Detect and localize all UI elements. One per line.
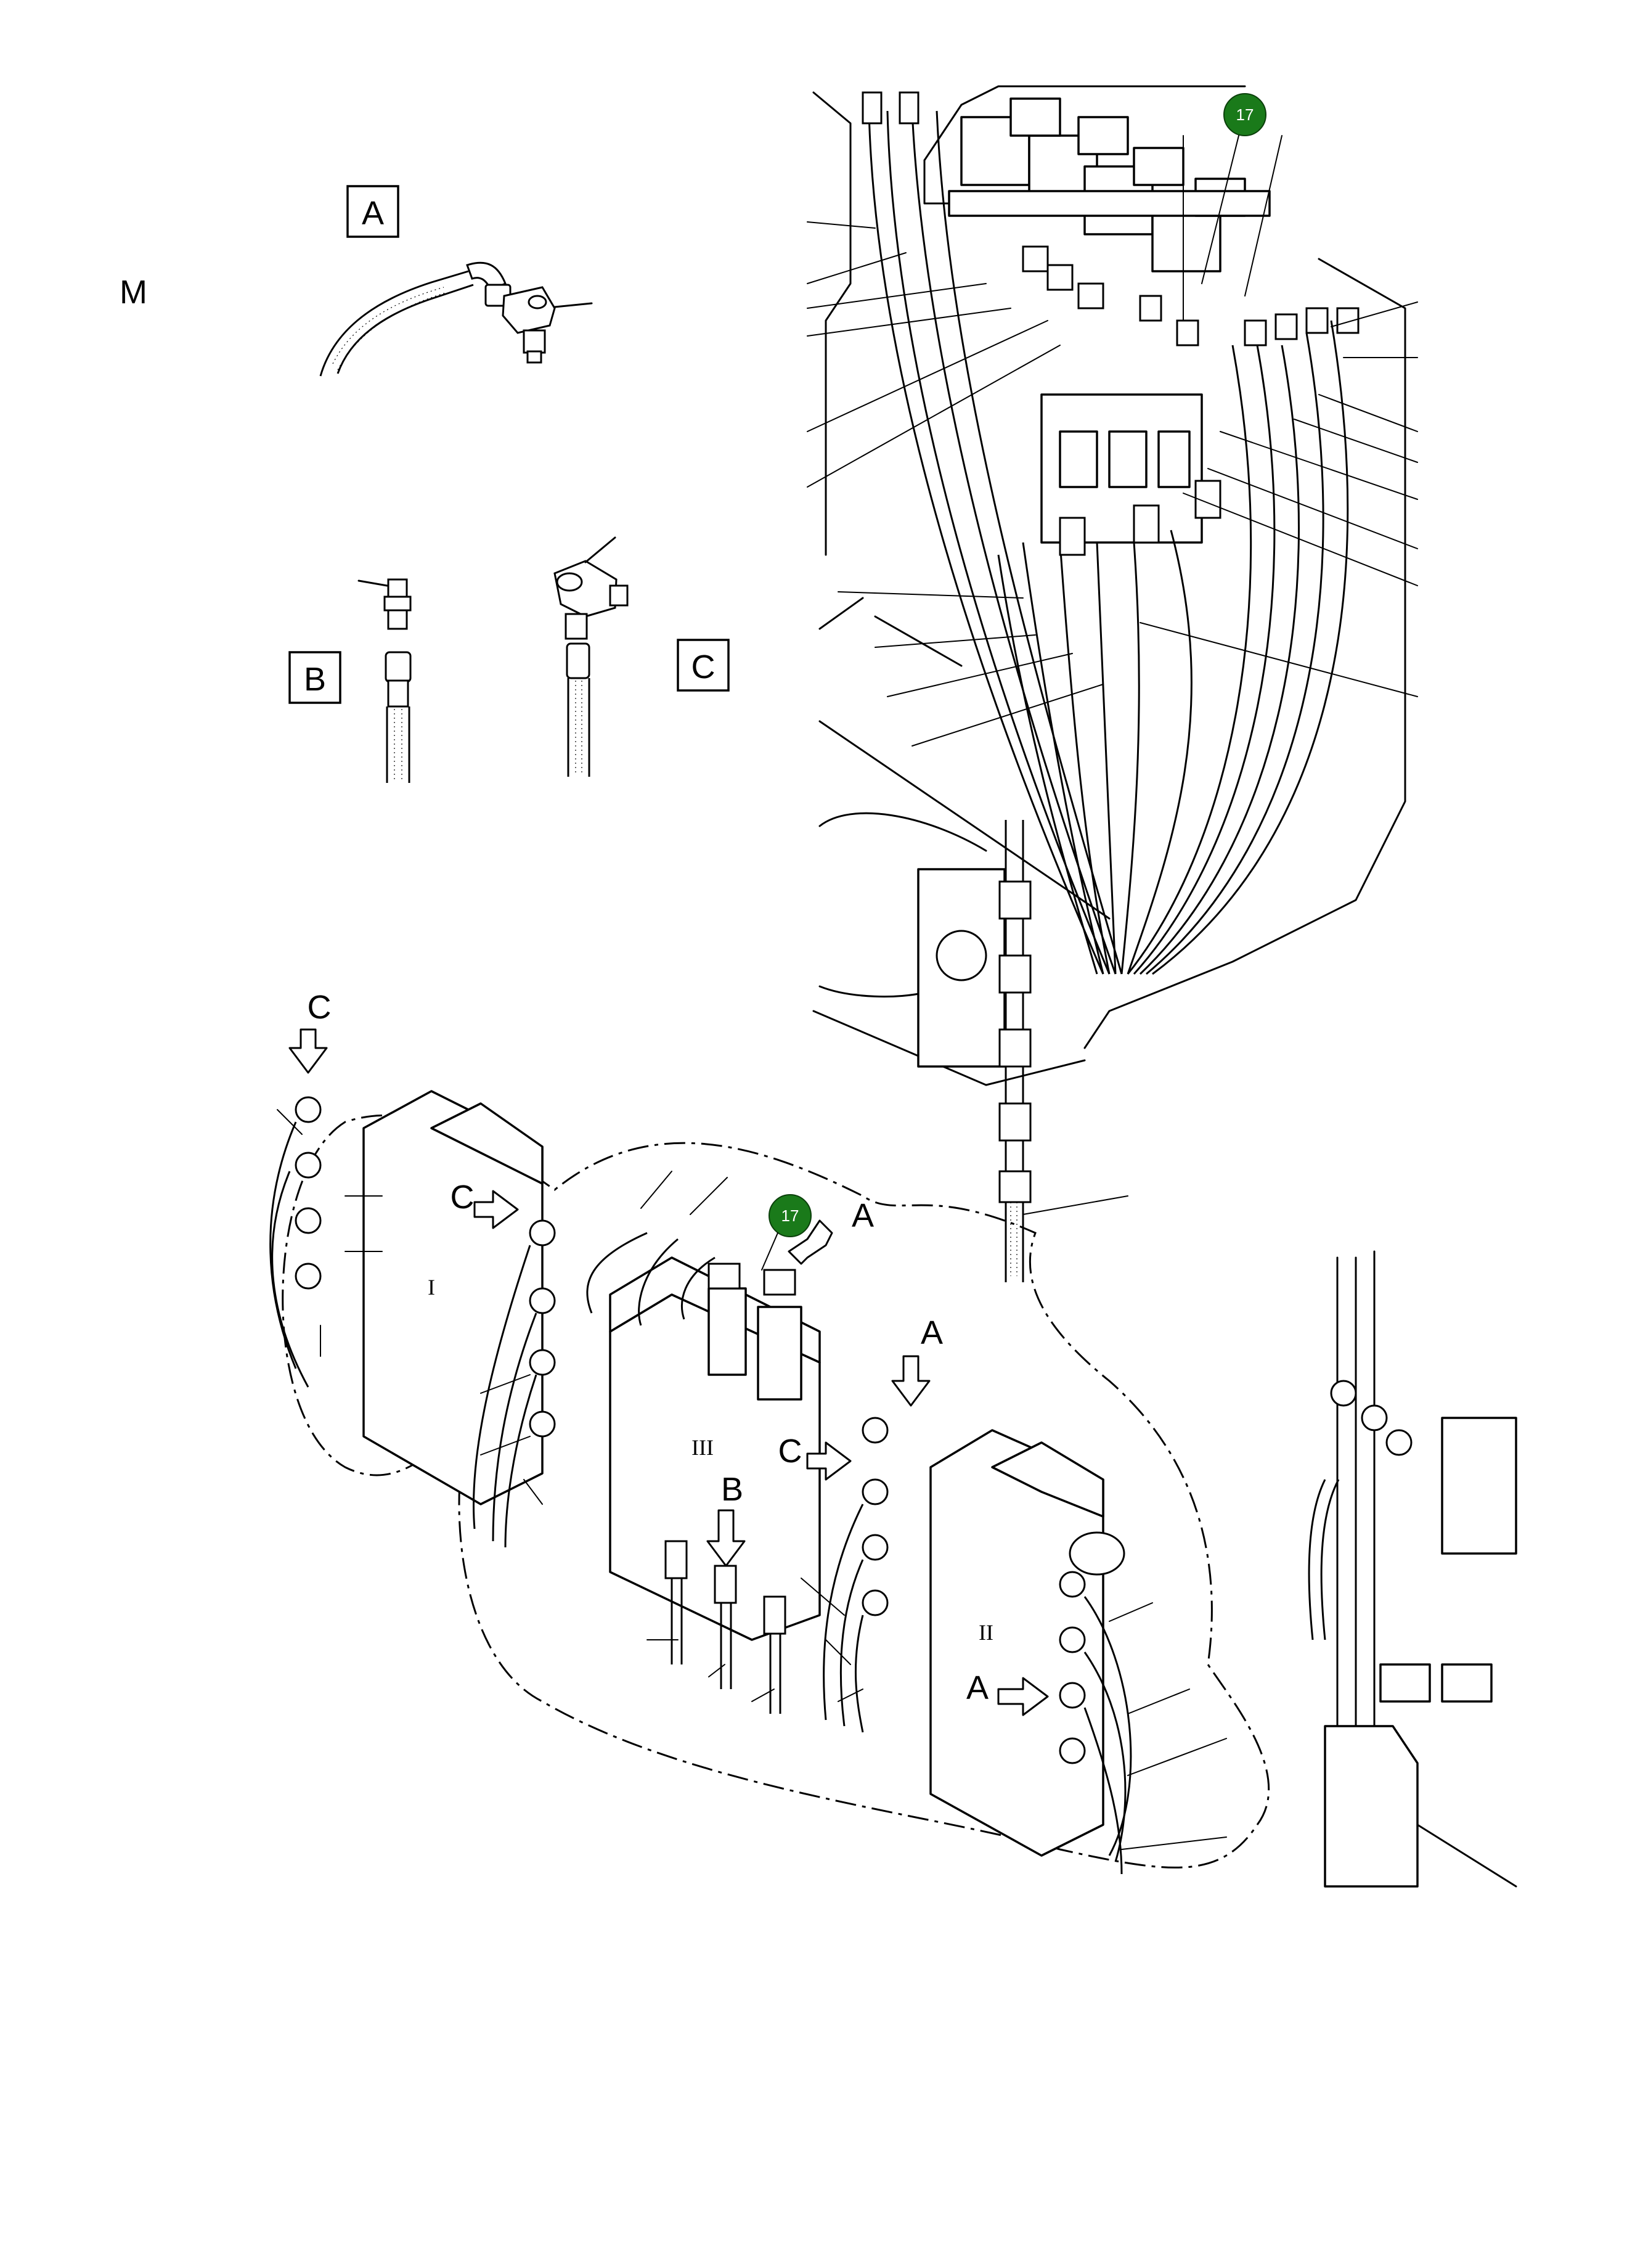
view-arrow-c-center-label: C xyxy=(778,1433,802,1470)
solenoid-valve-bank xyxy=(948,97,1271,272)
view-arrow-c-top-label: C xyxy=(308,989,332,1026)
view-arrow-c-left-block xyxy=(473,1190,519,1229)
view-arrow-a-top-label: A xyxy=(852,1197,874,1234)
valve-block-3: III xyxy=(586,1171,821,1714)
callout-badge-lower-text: 17 xyxy=(781,1206,799,1225)
detail-b-box xyxy=(288,651,341,704)
view-arrow-a-top xyxy=(788,1219,833,1265)
view-arrows: C C A A C B A xyxy=(288,989,1049,1716)
valve-block-1: I xyxy=(269,1090,556,1548)
detail-c-box xyxy=(677,639,730,692)
view-arrow-c-center xyxy=(806,1441,852,1481)
lower-control-valves: I III xyxy=(269,989,1517,1888)
view-arrow-a-right-block xyxy=(891,1355,931,1407)
block-3-label: III xyxy=(691,1435,714,1460)
detail-a: A xyxy=(319,185,593,377)
upper-valve-assembly: 17 xyxy=(807,85,1418,1282)
mounting-plate xyxy=(917,868,1006,1068)
pilot-hose-bundle xyxy=(868,110,1349,975)
detail-c: C xyxy=(553,536,730,777)
view-arrow-c-left-block-label: C xyxy=(451,1179,475,1216)
detail-c-label: C xyxy=(691,649,716,686)
detail-b-label: B xyxy=(304,661,326,698)
view-arrow-a-lower xyxy=(997,1677,1049,1716)
callout-badge-top: 17 xyxy=(1201,93,1266,284)
view-arrow-c-top xyxy=(288,1028,328,1074)
block-1-label: I xyxy=(428,1275,435,1300)
pump-valve-block xyxy=(1441,1417,1517,1555)
detail-b: B xyxy=(288,578,412,783)
view-arrow-b-center xyxy=(706,1509,746,1567)
callout-badge-lower: 17 xyxy=(761,1194,812,1271)
pump-assembly xyxy=(1308,1250,1517,1888)
callout-badge-top-text: 17 xyxy=(1236,105,1254,124)
view-label-m: M xyxy=(120,274,147,311)
view-arrow-a-lower-label: A xyxy=(966,1669,989,1706)
leader-lines-upper xyxy=(807,135,1418,1215)
view-arrow-b-center-label: B xyxy=(721,1471,743,1508)
detail-a-label: A xyxy=(362,195,384,232)
block-2-label: II xyxy=(979,1620,993,1645)
valve-block-2: II xyxy=(801,1417,1227,1875)
detail-a-box xyxy=(346,185,399,238)
view-arrow-a-right-block-label: A xyxy=(921,1314,943,1351)
